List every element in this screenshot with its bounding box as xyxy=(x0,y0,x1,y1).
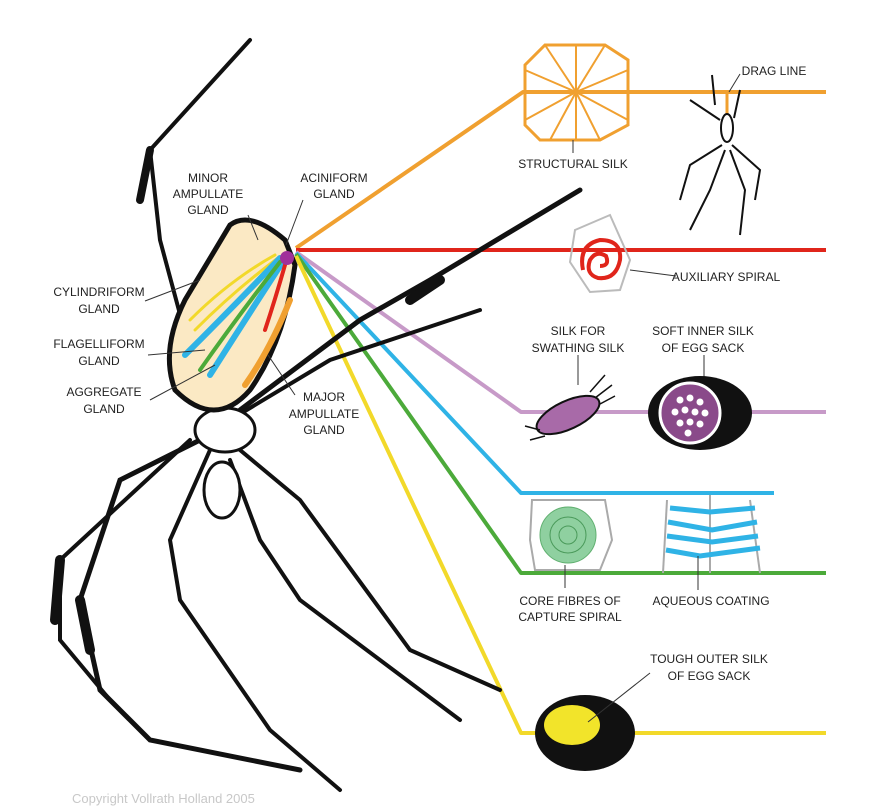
aggregate-label: AGGREGATE xyxy=(66,385,141,399)
structural-silk-web-icon xyxy=(523,43,630,142)
gland-labels: MINOR AMPULLATE GLAND ACINIFORM GLAND CY… xyxy=(53,171,367,437)
major-ampullate-label: MAJOR xyxy=(303,390,345,404)
structural-silk-label: STRUCTURAL SILK xyxy=(518,157,628,171)
silk-labels: STRUCTURAL SILK DRAG LINE AUXILIARY SPIR… xyxy=(518,64,806,683)
flagelliform-label-line2: GLAND xyxy=(78,354,120,368)
swathing-silk-label-line2: SWATHING SILK xyxy=(532,341,625,355)
svg-text:MINOR: MINOR xyxy=(188,171,228,185)
capture-spiral-web-icon xyxy=(528,499,614,588)
aqueous-coating-line xyxy=(294,252,826,575)
minor-ampullate-label-line3: GLAND xyxy=(187,203,229,217)
soft-inner-silk-label-line2: OF EGG SACK xyxy=(662,341,745,355)
core-fibres-label-line2: CAPTURE SPIRAL xyxy=(518,610,622,624)
structural-silk-line xyxy=(294,90,826,250)
tough-outer-egg-sack-icon xyxy=(535,672,651,771)
cylindriform-label-line2: GLAND xyxy=(78,302,120,316)
minor-ampullate-label: MINOR xyxy=(188,171,228,185)
cylindriform-label: CYLINDRIFORM xyxy=(53,285,144,299)
tough-outer-silk-label-line2: OF EGG SACK xyxy=(668,669,751,683)
hanging-spider-icon xyxy=(679,74,762,236)
swathed-insect-icon xyxy=(524,355,616,441)
copyright-text: Copyright Vollrath Holland 2005 xyxy=(72,791,255,806)
aqueous-coating-label: AQUEOUS COATING xyxy=(652,594,769,608)
swathing-silk-label: SILK FOR xyxy=(551,324,606,338)
capture-core-line xyxy=(294,251,774,495)
aqueous-coating-icon xyxy=(662,495,761,590)
auxiliary-spiral-label: AUXILIARY SPIRAL xyxy=(672,270,781,284)
tough-outer-silk-label: TOUGH OUTER SILK xyxy=(650,652,768,666)
spider-illustration xyxy=(50,38,583,792)
major-ampullate-label-line2: AMPULLATE xyxy=(289,407,359,421)
spider-abdomen xyxy=(166,217,298,413)
major-ampullate-label-line3: GLAND xyxy=(303,423,345,437)
core-fibres-label: CORE FIBRES OF xyxy=(519,594,620,608)
minor-ampullate-label-line2: AMPULLATE xyxy=(173,187,243,201)
auxiliary-spiral-icon xyxy=(568,213,632,294)
egg-sack-outer-line xyxy=(294,255,826,735)
soft-inner-egg-sack-icon xyxy=(648,355,752,450)
soft-inner-silk-label: SOFT INNER SILK xyxy=(652,324,754,338)
drag-line-label: DRAG LINE xyxy=(742,64,807,78)
flagelliform-label: FLAGELLIFORM xyxy=(53,337,144,351)
aciniform-label: ACINIFORM xyxy=(300,171,367,185)
aggregate-label-line2: GLAND xyxy=(83,402,125,416)
aciniform-label-line2: GLAND xyxy=(313,187,355,201)
